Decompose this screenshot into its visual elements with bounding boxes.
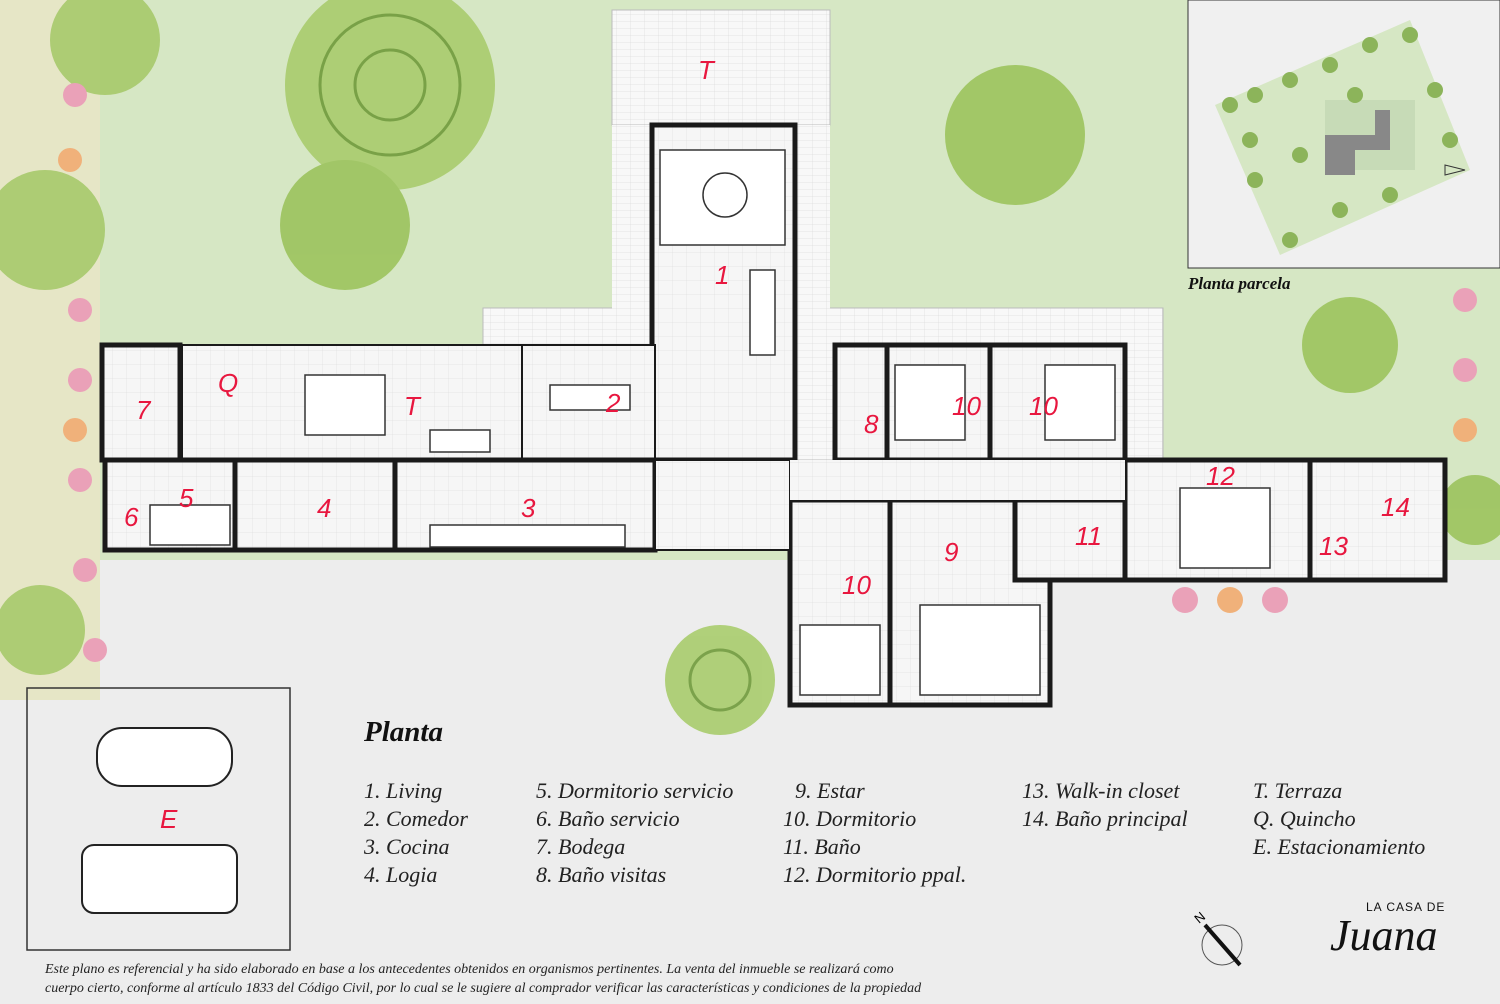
brand-logo: LA CASA DE Juana — [1330, 900, 1445, 958]
legend-item: 5. Dormitorio servicio — [536, 778, 734, 803]
legend-item: E. Estacionamiento — [1253, 834, 1426, 859]
legend-item: 13. Walk-in closet — [1022, 778, 1180, 803]
legend-item: 1. Living — [364, 778, 443, 803]
room-label-bodega: 7 — [136, 395, 151, 425]
legend-item: 9. Estar — [795, 778, 865, 803]
garden-strip — [0, 0, 100, 700]
room-label-dormitorio: 10 — [842, 570, 871, 600]
room-label-quincho: Q — [218, 368, 239, 398]
legend-column: T. Terraza Q. Quincho E. Estacionamiento — [1253, 777, 1425, 861]
logo-script-text: Juana — [1330, 911, 1438, 960]
legend-item: 3. Cocina — [364, 834, 450, 859]
disclaimer-line: Este plano es referencial y ha sido elab… — [45, 962, 894, 977]
legend-item: 11. Baño — [783, 834, 861, 859]
furniture — [149, 149, 1271, 696]
terrace-top — [611, 9, 831, 126]
flowers — [58, 83, 1477, 662]
room-label-terraza-west: T — [404, 391, 420, 421]
room-label-dormitorio: 10 — [1029, 391, 1058, 421]
room-label-comedor: 2 — [606, 388, 621, 418]
legend-item: 14. Baño principal — [1022, 806, 1188, 831]
room-label-bano-servicio: 6 — [124, 502, 139, 532]
legend-column: 5. Dormitorio servicio 6. Baño servicio … — [536, 777, 733, 889]
legend-item: 10. Dormitorio — [783, 806, 917, 831]
room-label-bano: 11 — [1075, 521, 1102, 551]
legend-item: 6. Baño servicio — [536, 806, 680, 831]
room-label-estacionamiento: E — [160, 804, 178, 834]
room-label-estar: 9 — [944, 537, 959, 567]
legend-column: 9. Estar 10. Dormitorio 11. Baño 12. Dor… — [783, 777, 966, 889]
legend-item: 7. Bodega — [536, 834, 626, 859]
room-label-bano-ppal: 14 — [1381, 492, 1410, 522]
trees — [0, 0, 1500, 735]
disclaimer-line: cuerpo cierto, conforme al artículo 1833… — [45, 981, 922, 996]
legend-item: 12. Dormitorio ppal. — [783, 862, 967, 887]
legend-column: 13. Walk-in closet 14. Baño principal — [1022, 777, 1188, 833]
legend-column: 1. Living 2. Comedor 3. Cocina 4. Logia — [364, 777, 468, 889]
disclaimer: Este plano es referencial y ha sido elab… — [45, 960, 921, 998]
compass-icon — [1201, 923, 1243, 967]
legend-item: 4. Logia — [364, 862, 438, 887]
room-label-bano-visitas: 8 — [864, 409, 879, 439]
inset-title: Planta parcela — [1188, 274, 1291, 293]
legend-item: Q. Quincho — [1253, 806, 1356, 831]
walls — [99, 122, 1448, 708]
room-label-cocina: 3 — [521, 493, 536, 523]
plan-title: Planta — [364, 716, 443, 748]
room-label-dorm-servicio: 5 — [179, 483, 194, 513]
room-label-dormitorio: 10 — [952, 391, 981, 421]
room-label-dorm-ppal: 12 — [1206, 461, 1235, 491]
site-plan-inset — [1187, 0, 1500, 269]
room-label-terraza: T — [698, 55, 714, 85]
room-label-living: 1 — [715, 260, 730, 290]
room-label-logia: 4 — [317, 493, 332, 523]
parking-area — [26, 687, 291, 951]
legend-item: 2. Comedor — [364, 806, 468, 831]
logo-top-text: LA CASA DE — [1366, 900, 1446, 914]
legend-item: T. Terraza — [1253, 778, 1343, 803]
legend-item: 8. Baño visitas — [536, 862, 667, 887]
room-label-walkin: 13 — [1319, 531, 1348, 561]
